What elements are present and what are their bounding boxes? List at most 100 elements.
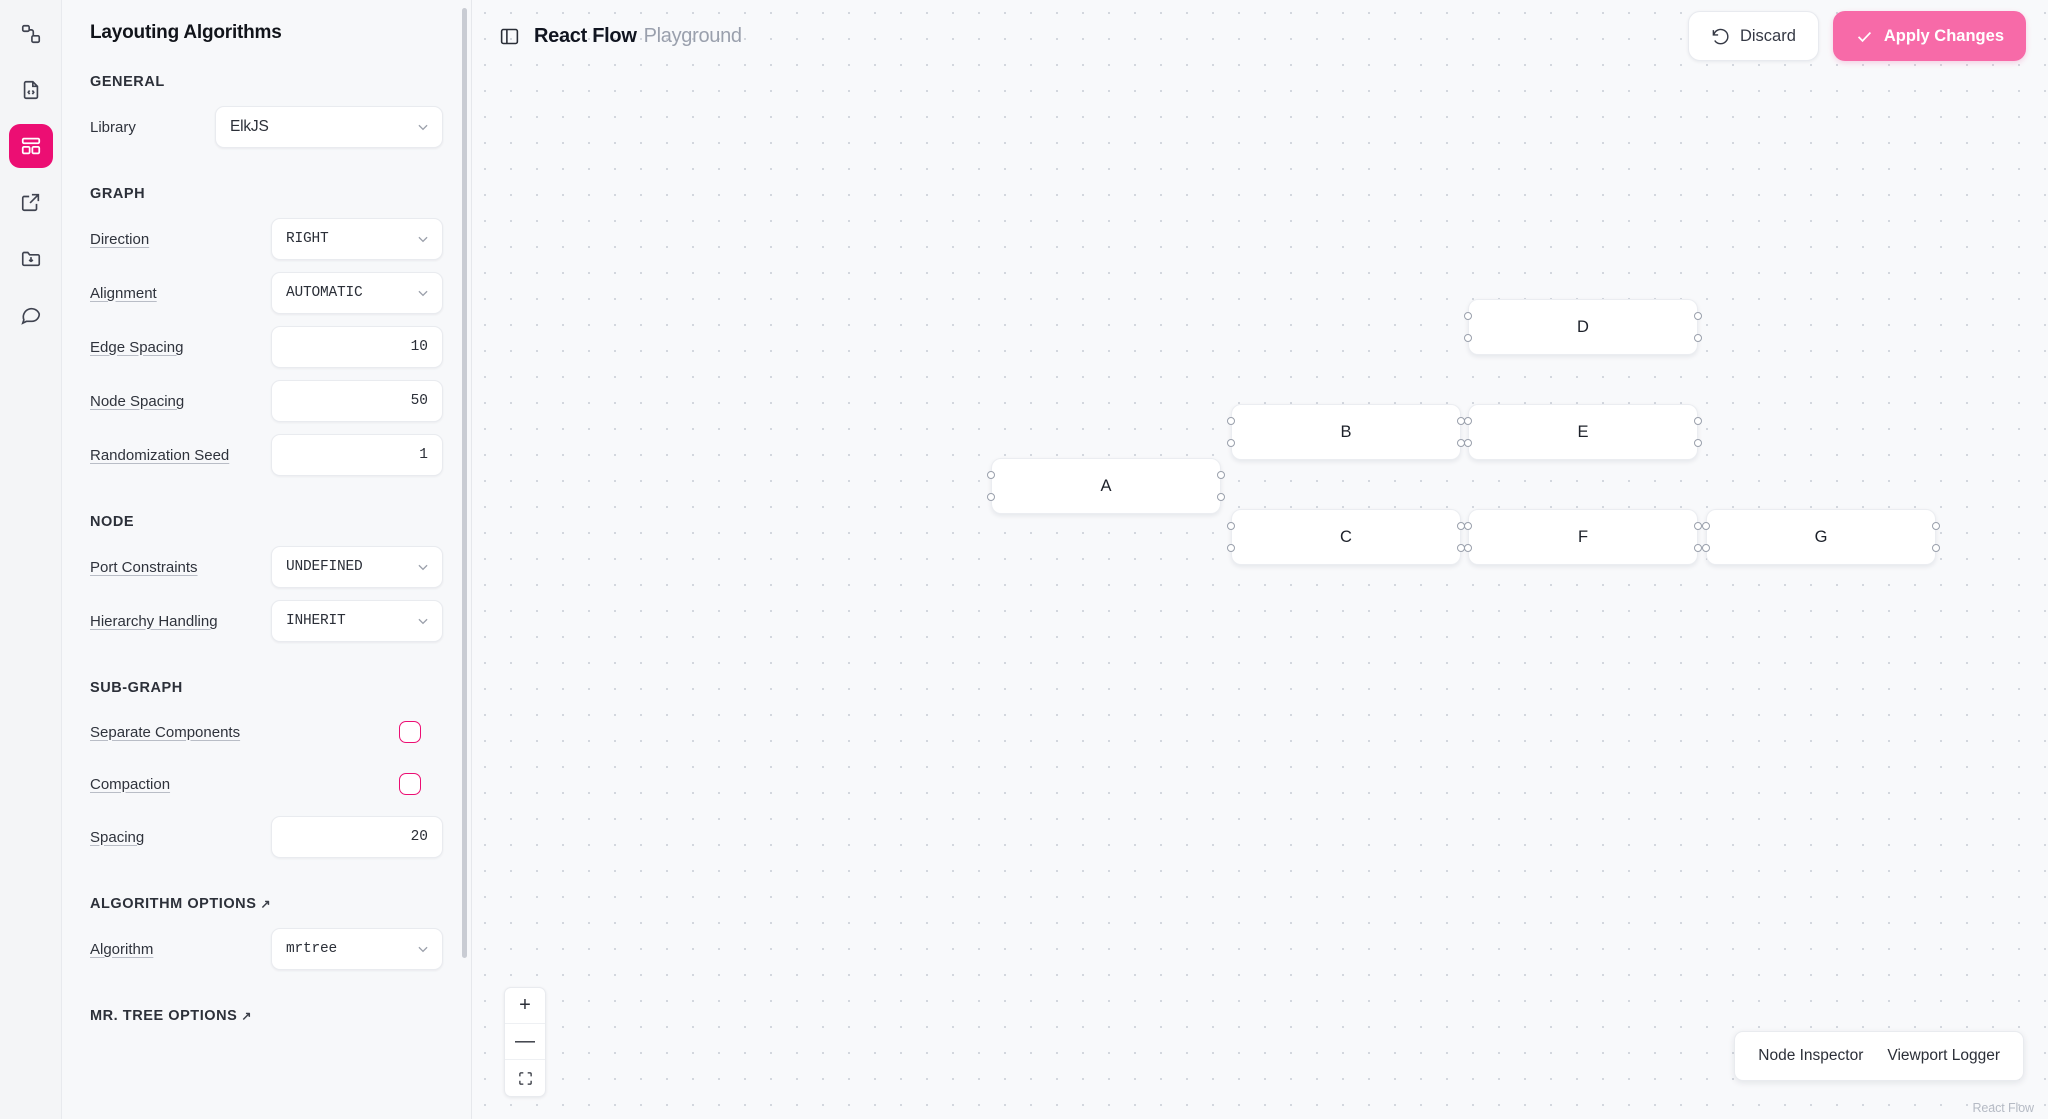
fit-view-button[interactable] <box>505 1060 545 1096</box>
rail-item-open[interactable] <box>9 180 53 224</box>
setting-select-value: mrtree <box>286 941 338 957</box>
rail-item-code[interactable] <box>9 68 53 112</box>
chat-bubble-icon <box>20 307 40 325</box>
node-handle[interactable] <box>1702 522 1710 530</box>
page-title: Layouting Algorithms <box>90 22 282 43</box>
sidebar-scrollbar[interactable] <box>462 8 467 958</box>
chevron-down-icon <box>416 942 442 956</box>
rail-item-layout[interactable] <box>8 124 53 168</box>
setting-label[interactable]: Hierarchy Handling <box>90 612 218 630</box>
setting-row: Randomization Seed 1 <box>90 434 443 476</box>
graph-node[interactable]: D <box>1468 299 1698 355</box>
graph-node[interactable]: A <box>991 458 1221 514</box>
section-heading[interactable]: MR. TREE OPTIONS↗ <box>90 1008 443 1024</box>
setting-row: Spacing 20 <box>90 816 443 858</box>
node-handle[interactable] <box>1694 439 1702 447</box>
setting-number-input[interactable]: 50 <box>271 380 443 422</box>
node-handle[interactable] <box>1694 334 1702 342</box>
rail-item-download[interactable] <box>9 236 53 280</box>
node-handle[interactable] <box>1464 312 1472 320</box>
check-icon <box>1857 31 1871 42</box>
node-handle[interactable] <box>1694 417 1702 425</box>
section-heading-label: SUB-GRAPH <box>90 680 183 696</box>
setting-label[interactable]: Node Spacing <box>90 392 185 410</box>
node-handle[interactable] <box>1227 417 1235 425</box>
zoom-out-button[interactable]: — <box>505 1024 545 1060</box>
setting-label[interactable]: Separate Components <box>90 723 241 741</box>
setting-label[interactable]: Spacing <box>90 828 145 846</box>
setting-select-value: AUTOMATIC <box>286 285 363 301</box>
discard-button[interactable]: Discard <box>1687 11 1819 61</box>
node-handle[interactable] <box>1464 544 1472 552</box>
setting-label[interactable]: Compaction <box>90 775 171 793</box>
node-handle[interactable] <box>987 471 995 479</box>
node-handle[interactable] <box>1227 439 1235 447</box>
setting-select[interactable]: UNDEFINED <box>271 546 443 588</box>
setting-number-input[interactable]: 10 <box>271 326 443 368</box>
setting-label[interactable]: Direction <box>90 230 150 248</box>
node-handle[interactable] <box>1227 544 1235 552</box>
setting-select[interactable]: ElkJS <box>215 106 443 148</box>
setting-label[interactable]: Algorithm <box>90 940 154 958</box>
section-heading[interactable]: ALGORITHM OPTIONS↗ <box>90 896 443 912</box>
graph-node[interactable]: B <box>1231 404 1461 460</box>
setting-select[interactable]: RIGHT <box>271 218 443 260</box>
node-handle[interactable] <box>1702 544 1710 552</box>
rail-item-nodes[interactable] <box>9 12 53 56</box>
setting-select-value: INHERIT <box>286 613 346 629</box>
graph-node[interactable]: F <box>1468 509 1698 565</box>
setting-select[interactable]: mrtree <box>271 928 443 970</box>
graph-node[interactable]: E <box>1468 404 1698 460</box>
panel-left-icon <box>500 28 518 44</box>
setting-select[interactable]: AUTOMATIC <box>271 272 443 314</box>
devtool-button[interactable]: Node Inspector <box>1758 1047 1864 1064</box>
section-heading-label: ALGORITHM OPTIONS <box>90 896 257 912</box>
setting-row: Separate Components <box>90 712 443 752</box>
canvas-topbar: React Flow Playground Discard Apply Chan… <box>472 0 2048 72</box>
graph-node[interactable]: G <box>1706 509 1936 565</box>
node-handle[interactable] <box>1464 334 1472 342</box>
node-handle[interactable] <box>987 493 995 501</box>
setting-row: Compaction <box>90 764 443 804</box>
node-handle[interactable] <box>1694 544 1702 552</box>
setting-checkbox[interactable] <box>399 721 421 743</box>
section-heading-label: MR. TREE OPTIONS <box>90 1008 238 1024</box>
node-handle[interactable] <box>1932 522 1940 530</box>
setting-label[interactable]: Port Constraints <box>90 558 198 576</box>
node-handle[interactable] <box>1694 522 1702 530</box>
devtools-panel: Node Inspector Viewport Logger <box>1734 1031 2024 1081</box>
setting-number-input[interactable]: 1 <box>271 434 443 476</box>
panel-left-toggle-button[interactable] <box>494 21 524 51</box>
react-flow-attribution: React Flow <box>1972 1101 2034 1115</box>
code-file-icon <box>23 80 38 100</box>
flow-canvas[interactable]: React Flow Playground Discard Apply Chan… <box>472 0 2048 1119</box>
setting-number-input[interactable]: 20 <box>271 816 443 858</box>
devtool-button[interactable]: Viewport Logger <box>1887 1047 2000 1064</box>
rail-item-feedback[interactable] <box>9 292 53 336</box>
setting-label[interactable]: Edge Spacing <box>90 338 184 356</box>
node-handle[interactable] <box>1217 471 1225 479</box>
apply-changes-button[interactable]: Apply Changes <box>1832 11 2026 61</box>
node-handle[interactable] <box>1464 522 1472 530</box>
setting-row: Port Constraints UNDEFINED <box>90 546 443 588</box>
setting-checkbox[interactable] <box>399 773 421 795</box>
node-handle[interactable] <box>1694 312 1702 320</box>
node-handle[interactable] <box>1464 417 1472 425</box>
node-handle[interactable] <box>1227 522 1235 530</box>
setting-label[interactable]: Randomization Seed <box>90 446 230 464</box>
zoom-controls: + — <box>504 987 546 1097</box>
section-heading: NODE <box>90 514 443 530</box>
setting-label[interactable]: Library <box>90 118 136 136</box>
setting-select[interactable]: INHERIT <box>271 600 443 642</box>
node-handle[interactable] <box>1217 493 1225 501</box>
setting-label[interactable]: Alignment <box>90 284 157 302</box>
node-handle[interactable] <box>1464 439 1472 447</box>
graph-node[interactable]: C <box>1231 509 1461 565</box>
discard-label: Discard <box>1739 26 1796 45</box>
zoom-in-button[interactable]: + <box>505 988 545 1024</box>
node-handle[interactable] <box>1932 544 1940 552</box>
